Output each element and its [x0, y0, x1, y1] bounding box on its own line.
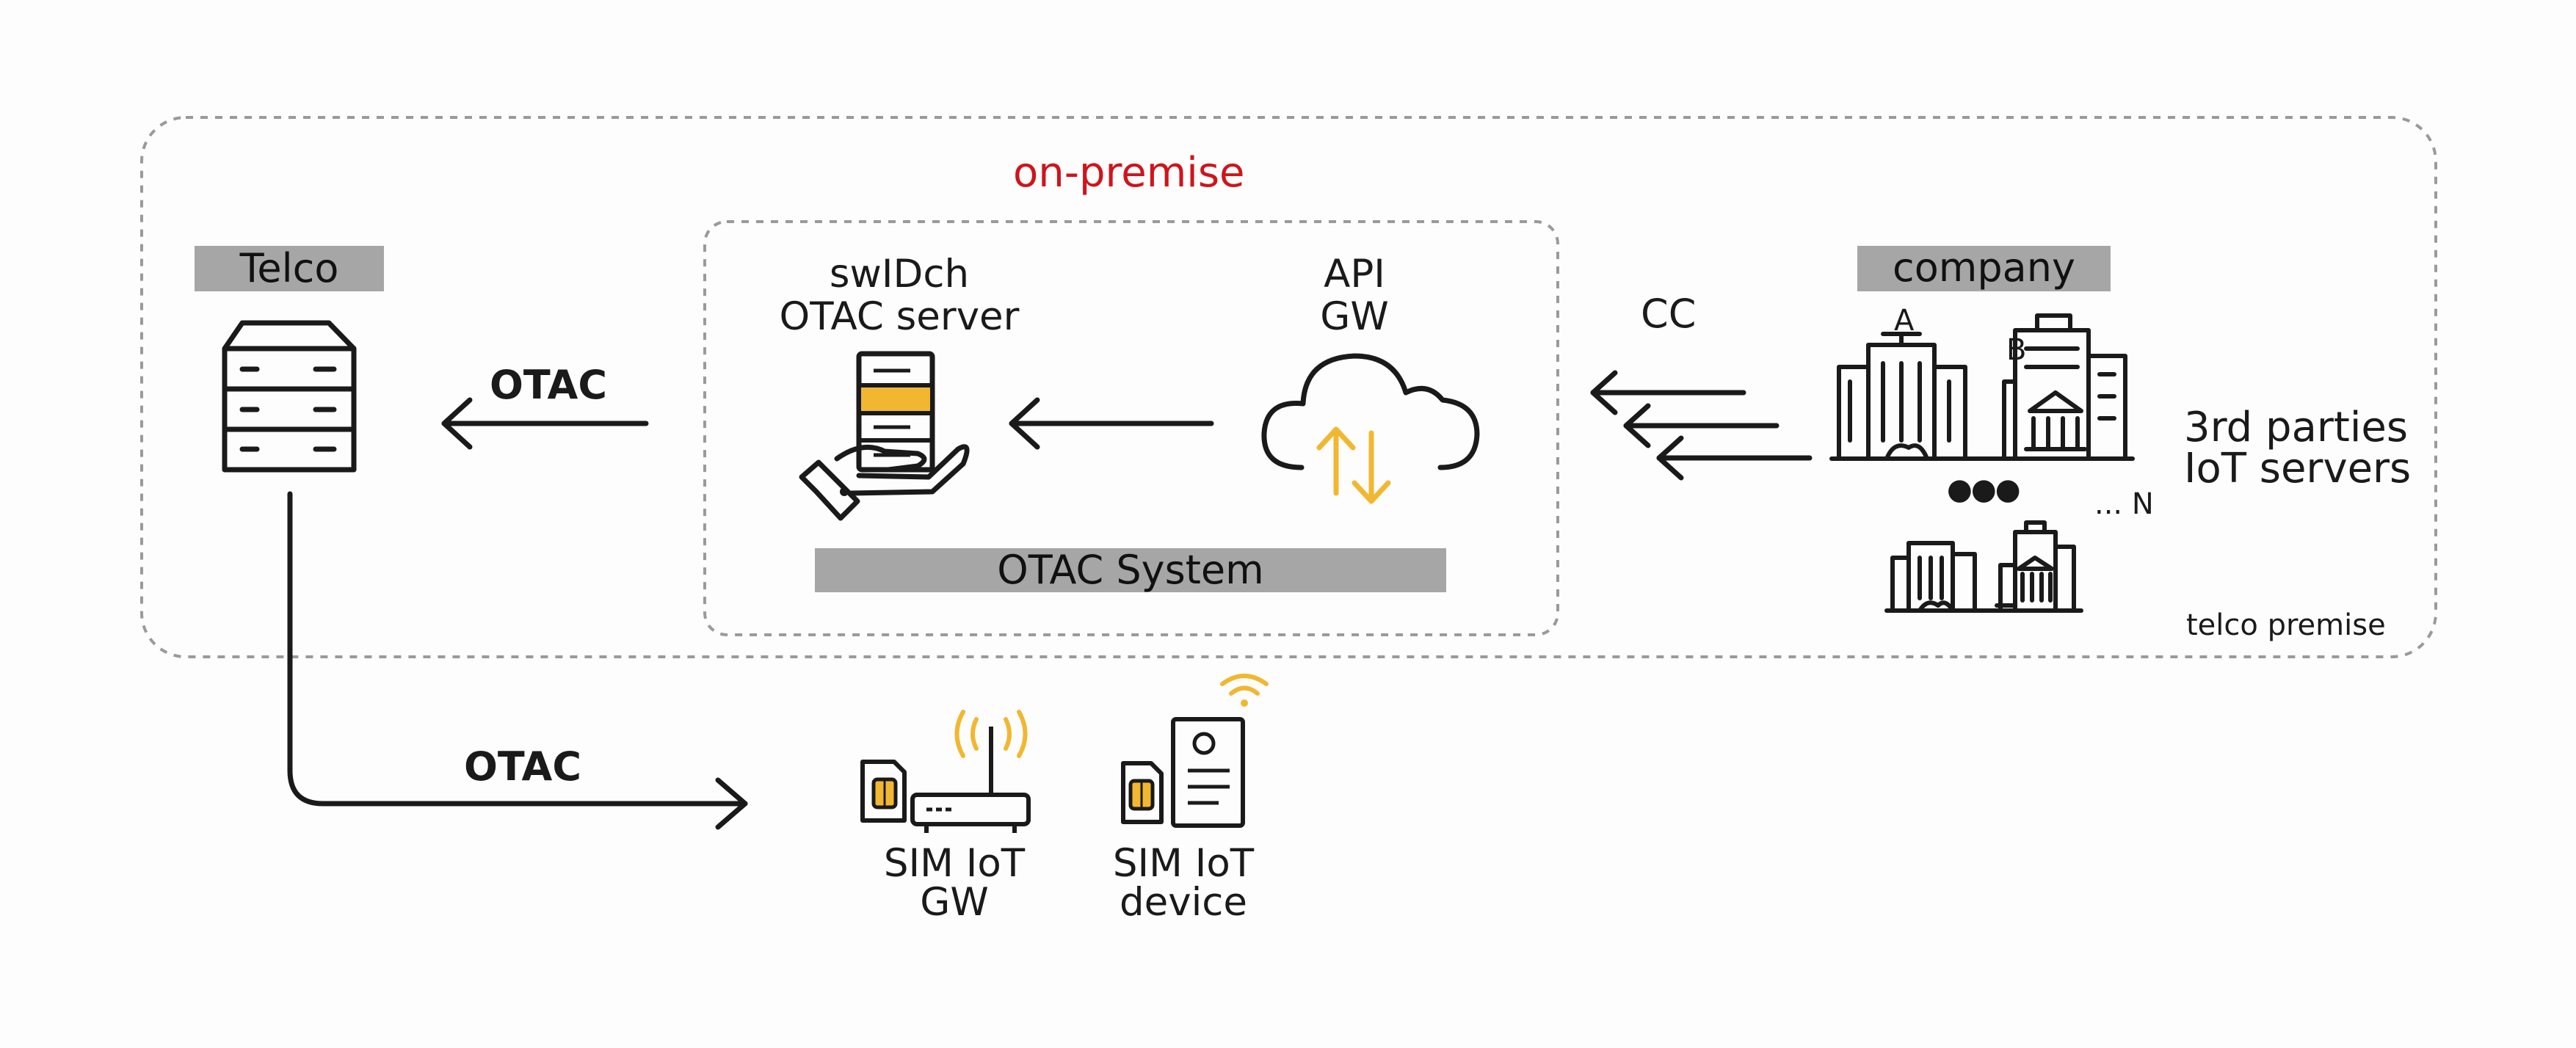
sim-iot-gw-line2: GW: [920, 880, 989, 925]
sim-iot-device-line1: SIM IoT: [1112, 841, 1255, 886]
sim-iot-device-label: SIM IoT device: [1095, 844, 1271, 922]
api-to-server-arrow: [1009, 397, 1214, 450]
company-tag-label: company: [1893, 244, 2075, 291]
otac-server-title: swIDch OTAC server: [763, 252, 1035, 340]
cc-label: CC: [1641, 291, 1697, 337]
building-b-label: B: [2006, 333, 2027, 367]
telco-premise-boundary: [140, 116, 2437, 658]
sim-router-icon: [860, 710, 1031, 833]
server-in-hand-icon: [799, 351, 970, 521]
sim-device-icon: [1121, 674, 1269, 828]
otac-to-telco-arrow: [441, 397, 649, 450]
otac-server-title-line2: OTAC server: [779, 294, 1020, 340]
telco-premise-label: telco premise: [2186, 608, 2386, 642]
api-gw-title-line1: API: [1324, 252, 1385, 296]
otac-system-boundary: [703, 220, 1559, 636]
cc-arrows: [1590, 370, 1813, 481]
otac-server-title-line1: swIDch: [829, 252, 970, 296]
sim-iot-gw-line1: SIM IoT: [883, 841, 1026, 886]
telco-to-sim-arrowhead: [715, 777, 748, 830]
telco-to-sim-connector: [287, 491, 748, 807]
telco-tag: Telco: [195, 246, 384, 291]
on-premise-label: on-premise: [1013, 149, 1245, 197]
sim-iot-gw-label: SIM IoT GW: [866, 844, 1042, 922]
cloud-updown-icon: [1261, 353, 1480, 504]
otac-upper-label: OTAC: [490, 362, 607, 408]
telco-tag-label: Telco: [239, 245, 339, 291]
third-parties-line1: 3rd parties: [2184, 404, 2409, 451]
third-parties-label: 3rd parties IoT servers: [2184, 407, 2411, 490]
api-gw-title-line2: GW: [1320, 294, 1389, 340]
office-buildings-icon: [1829, 313, 2135, 461]
server-rack-icon: [222, 320, 357, 473]
more-buildings-dots: ●●●: [1947, 473, 2021, 506]
api-gw-title: API GW: [1285, 252, 1424, 340]
otac-lower-label: OTAC: [464, 743, 581, 790]
company-tag: company: [1857, 246, 2111, 291]
office-buildings-small-icon: [1884, 520, 2083, 613]
third-parties-line2: IoT servers: [2184, 445, 2412, 492]
sim-iot-device-line2: device: [1119, 880, 1248, 925]
otac-system-tag-label: OTAC System: [997, 547, 1264, 593]
building-a-label: A: [1894, 304, 1915, 338]
n-companies-label: ... N: [2094, 487, 2154, 521]
otac-system-tag: OTAC System: [815, 548, 1446, 592]
